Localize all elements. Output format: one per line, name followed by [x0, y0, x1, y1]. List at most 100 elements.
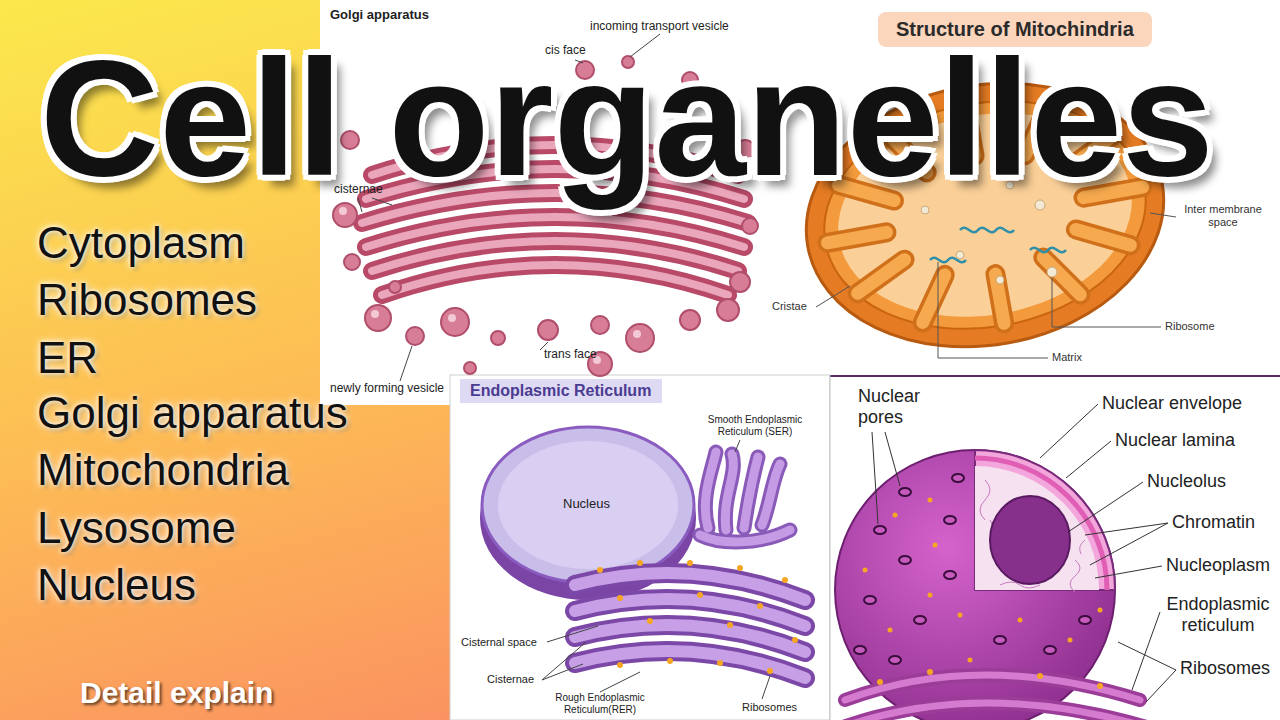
leader-line	[547, 626, 598, 642]
panel-heading: Golgi apparatus	[330, 8, 429, 23]
er-illustration	[782, 577, 788, 583]
node-text: Endoplasmic Reticulum	[470, 382, 652, 400]
part-label: Chromatin	[1172, 512, 1255, 533]
nucleus-illustration	[899, 556, 911, 564]
er-illustration	[575, 573, 805, 678]
golgi-illustration	[742, 218, 758, 234]
leader-line	[1095, 566, 1162, 578]
nucleus-illustration	[889, 656, 901, 664]
nucleus-illustration	[1070, 560, 1080, 592]
leader-line	[1085, 523, 1168, 535]
nucleus-illustration	[1018, 618, 1023, 623]
title-pill: Structure of Mitochindria	[878, 12, 1152, 47]
nucleus-illustration	[1097, 683, 1103, 689]
er-illustration	[617, 595, 623, 601]
er-illustration	[697, 592, 703, 598]
er-illustration	[687, 560, 693, 566]
mitochondria-illustration	[960, 228, 1014, 233]
part-label: Matrix	[1052, 351, 1082, 364]
part-label: Cristae	[772, 300, 807, 313]
nucleus-illustration	[840, 675, 1150, 720]
part-label: newly forming vesicle	[330, 382, 444, 396]
er-illustration	[667, 658, 673, 664]
er-illustration	[482, 427, 694, 583]
part-label: Cisternal space	[461, 636, 537, 649]
er-illustration	[480, 427, 805, 699]
er-illustration	[597, 560, 798, 674]
leader-line	[542, 642, 586, 680]
golgi-illustration	[344, 254, 360, 270]
mitochondria-illustration	[1030, 248, 1066, 253]
topic-item: Ribosomes	[37, 275, 257, 326]
topic-item: Mitochondria	[37, 445, 289, 496]
er-illustration	[700, 530, 790, 542]
part-label: Nuclear pores	[858, 386, 938, 427]
leader-line	[816, 286, 850, 307]
golgi-illustration	[680, 310, 700, 330]
er-illustration	[617, 662, 623, 668]
golgi-illustration	[717, 299, 739, 321]
er-illustration	[700, 452, 790, 542]
nucleus-illustration	[877, 679, 883, 685]
nucleus-illustration	[1044, 646, 1056, 654]
golgi-illustration	[339, 207, 641, 364]
mitochondria-illustration	[853, 260, 909, 294]
image-panel	[450, 375, 830, 720]
leader-line	[816, 213, 1176, 358]
er-illustration	[737, 565, 743, 571]
leader-line	[1052, 278, 1161, 327]
thumbnail-title: Cell organelles	[40, 36, 1214, 201]
er-illustration	[575, 651, 805, 678]
mitochondria-illustration	[827, 232, 886, 242]
golgi-illustration	[406, 327, 424, 345]
leader-line	[1118, 642, 1176, 670]
nucleus-illustration	[975, 450, 1115, 590]
er-illustration	[762, 464, 780, 525]
topic-item: Lysosome	[37, 503, 236, 554]
mitochondria-illustration	[1076, 221, 1131, 254]
golgi-illustration	[448, 314, 456, 322]
nucleus-illustration	[975, 466, 1099, 590]
nucleus-illustration	[863, 568, 868, 573]
nucleus-illustration	[933, 543, 938, 548]
er-illustration	[792, 637, 798, 643]
part-label: Ribosomes	[742, 701, 797, 714]
nucleus-illustration	[928, 593, 933, 598]
er-illustration	[757, 603, 763, 609]
nucleus-illustration	[1080, 540, 1085, 554]
nucleus-illustration	[1098, 608, 1103, 613]
part-label: cis face	[545, 44, 586, 58]
golgi-illustration	[633, 330, 641, 338]
golgi-illustration	[382, 265, 728, 295]
er-illustration	[575, 651, 805, 678]
er-illustration	[727, 622, 733, 628]
part-label: incoming transport vesicle	[590, 20, 729, 34]
nucleus-illustration	[854, 646, 866, 654]
topic-item: Cytoplasm	[37, 218, 245, 269]
part-label: Rough Endoplasmic Reticulum(RER)	[545, 692, 655, 715]
part-label: Smooth Endoplasmic Reticulum (SER)	[700, 414, 810, 437]
nucleus-illustration	[968, 658, 973, 663]
golgi-illustration	[339, 207, 347, 215]
er-illustration	[637, 560, 643, 566]
golgi-illustration	[538, 320, 558, 340]
er-illustration	[597, 567, 603, 573]
golgi-illustration	[371, 310, 379, 318]
er-illustration	[705, 452, 716, 528]
nucleus-illustration	[877, 669, 1103, 689]
mitochondria-illustration	[1043, 252, 1080, 300]
subtitle: Detail explain	[80, 676, 273, 711]
nucleus-illustration	[899, 488, 911, 496]
nucleus-illustration	[845, 675, 1140, 700]
part-label: Nucleoplasm	[1166, 555, 1270, 576]
topic-item: ER	[37, 333, 98, 384]
mitochondria-illustration	[996, 276, 1004, 284]
er-illustration	[725, 454, 733, 530]
golgi-illustration	[464, 362, 476, 374]
golgi-illustration	[626, 324, 654, 352]
er-illustration	[717, 660, 723, 666]
mitochondria-illustration	[1035, 200, 1045, 210]
er-illustration	[762, 464, 780, 525]
mitochondria-illustration	[1043, 252, 1080, 300]
